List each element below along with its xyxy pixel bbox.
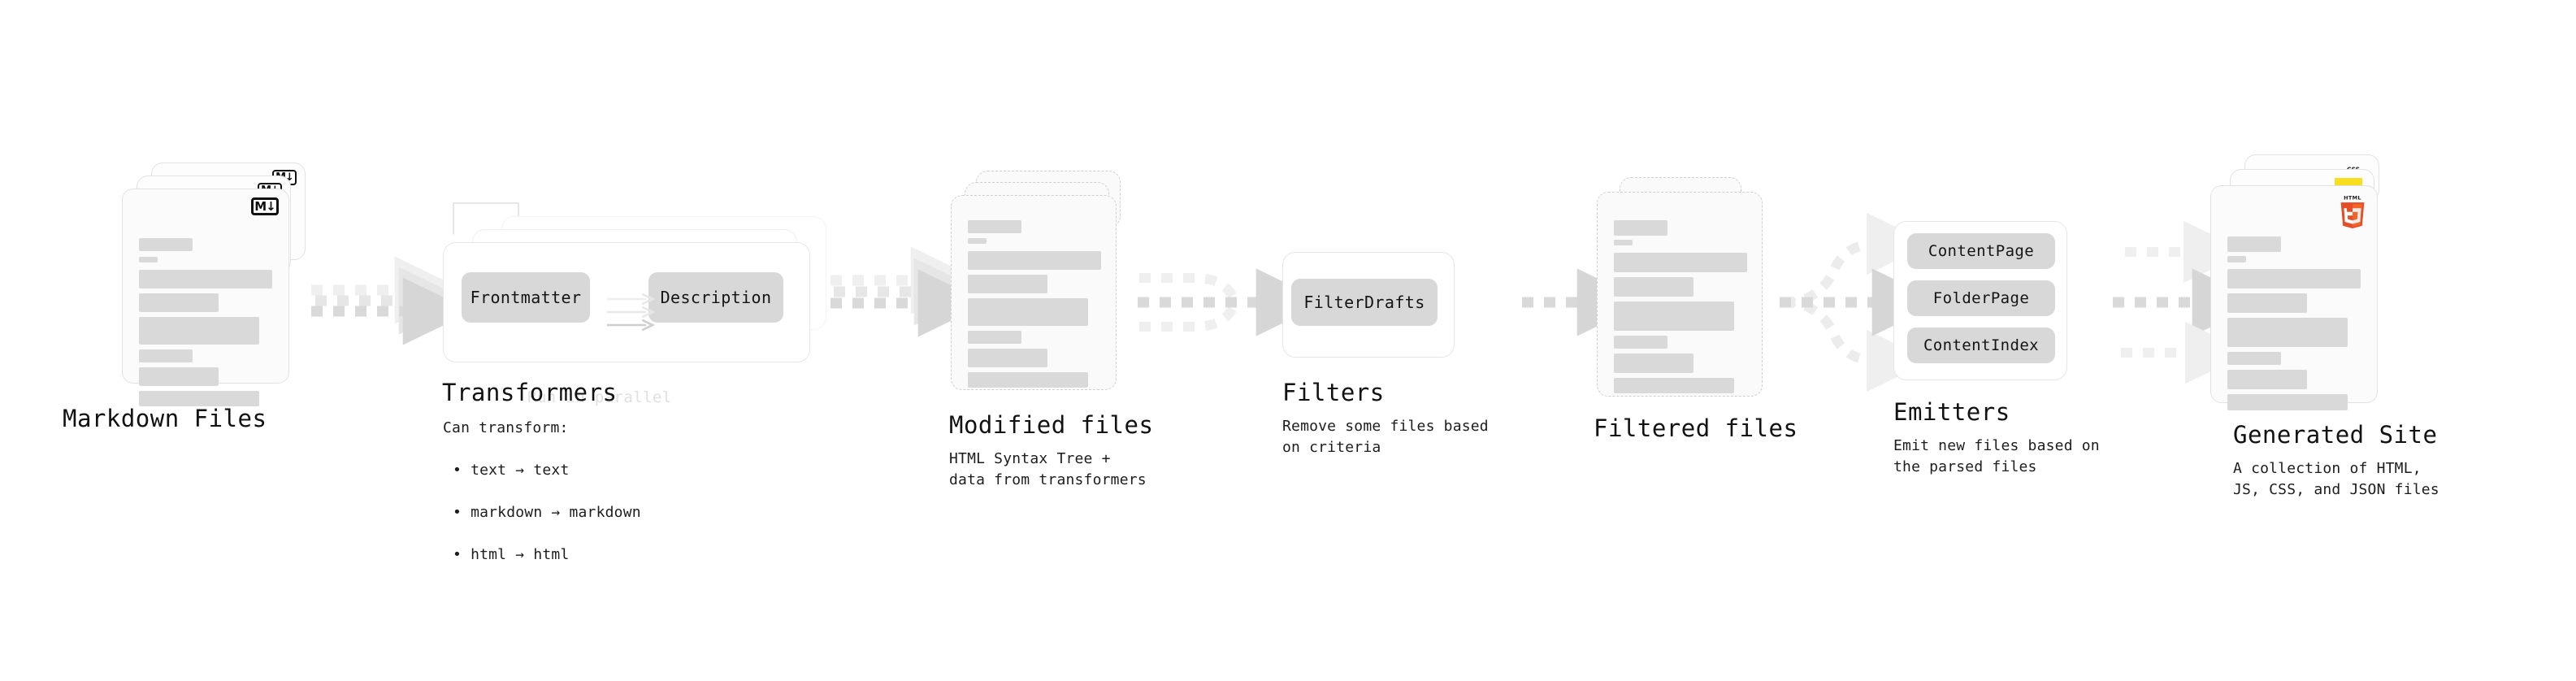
placeholder-line — [139, 317, 259, 345]
filters-title: Filters — [1282, 379, 1385, 406]
placeholder-line — [968, 298, 1088, 326]
stage-emitters: ContentPage FolderPage ContentIndex Emit… — [1893, 221, 2153, 489]
site-card-front[interactable]: HTML — [2210, 185, 2378, 410]
modified-files-title: Modified files — [949, 411, 1154, 439]
modified-card-front[interactable] — [951, 195, 1117, 390]
emitter-chip-contentindex[interactable]: ContentIndex — [1907, 327, 2055, 363]
generated-site-title: Generated Site — [2233, 421, 2438, 449]
emitters-group: ContentPage FolderPage ContentIndex — [1893, 221, 2067, 380]
filters-caption: Remove some files based on criteria — [1282, 418, 1489, 457]
stage-filtered-files: Filtered files — [1589, 177, 1816, 486]
placeholder-line — [1614, 220, 1667, 236]
placeholder-line — [139, 391, 259, 406]
transform-rule-markdown: • markdown → markdown — [453, 504, 641, 522]
markdown-card-front[interactable]: M↓ — [122, 189, 289, 406]
run-in-parallel-label: Run in parallel — [527, 388, 672, 406]
emitters-caption: Emit new files based on the parsed files — [1893, 437, 2100, 476]
site-card-content: HTML — [2211, 186, 2377, 410]
stage-transformers: Run in parallel Frontmatter Description … — [442, 195, 833, 563]
html5-badge: HTML — [2338, 193, 2367, 228]
stage-filters: FilterDrafts Filters Remove some files b… — [1282, 252, 1550, 496]
placeholder-line — [1614, 378, 1734, 393]
stage-modified-files: Modified files HTML Syntax Tree + data f… — [947, 171, 1174, 488]
filtered-card-front[interactable] — [1597, 192, 1763, 397]
placeholder-line — [139, 293, 219, 312]
placeholder-line — [139, 238, 193, 251]
placeholder-line — [1614, 354, 1693, 373]
placeholder-line — [1614, 301, 1734, 331]
placeholder-line — [968, 220, 1021, 233]
placeholder-line — [2227, 293, 2307, 313]
emitter-chip-contentpage[interactable]: ContentPage — [1907, 233, 2055, 269]
transformers-group: Frontmatter Description — [443, 242, 810, 362]
placeholder-line — [1614, 253, 1747, 272]
transformer-chip-description[interactable]: Description — [648, 272, 783, 323]
generated-site-caption: A collection of HTML, JS, CSS, and JSON … — [2233, 460, 2439, 499]
transform-rule-text: • text → text — [453, 462, 570, 479]
markdown-files-title: Markdown Files — [63, 405, 267, 432]
placeholder-line — [968, 372, 1088, 388]
transformer-chip-frontmatter[interactable]: Frontmatter — [462, 272, 590, 323]
run-in-parallel-leader — [453, 202, 519, 235]
transform-rule-html: • html → html — [453, 546, 570, 564]
transformer-inner-arrows — [607, 293, 662, 349]
placeholder-line — [1614, 336, 1667, 349]
placeholder-line — [2227, 370, 2307, 389]
arrow-emitters-to-site — [2113, 220, 2262, 384]
modified-files-caption: HTML Syntax Tree + data from transformer… — [949, 450, 1147, 489]
arrow-filtered-to-emitters — [1780, 212, 1942, 393]
placeholder-line — [968, 251, 1101, 270]
filter-chip-filterdrafts[interactable]: FilterDrafts — [1291, 279, 1438, 326]
placeholder-line — [139, 367, 219, 386]
markdown-badge: M↓ — [251, 197, 279, 215]
placeholder-line — [2227, 269, 2361, 288]
placeholder-line — [968, 331, 1021, 344]
emitter-chip-folderpage[interactable]: FolderPage — [1907, 280, 2055, 316]
transformers-capability-list: • text → text • markdown → markdown • ht… — [453, 439, 641, 588]
placeholder-line — [2227, 352, 2281, 365]
filters-group: FilterDrafts — [1282, 252, 1455, 358]
placeholder-line — [139, 257, 158, 262]
placeholder-line — [139, 270, 272, 288]
filtered-files-title: Filtered files — [1594, 414, 1798, 442]
markdown-card-content: M↓ — [123, 189, 288, 406]
arrow-transformers-to-modified — [830, 246, 988, 337]
placeholder-line — [139, 349, 193, 362]
placeholder-line — [968, 238, 987, 244]
placeholder-line — [2227, 236, 2281, 252]
placeholder-line — [1614, 240, 1633, 245]
placeholder-line — [968, 275, 1047, 293]
arrow-markdown-to-transformers — [311, 256, 473, 345]
placeholder-line — [2227, 318, 2348, 347]
placeholder-line — [2227, 256, 2246, 262]
stage-generated-site: CSS HTML — [2210, 154, 2478, 498]
html5-logo-icon: HTML — [2340, 195, 2365, 228]
filtered-card-content — [1598, 193, 1762, 396]
stage-markdown-files: M↓ M↓ M↓ Markdown Files — [63, 163, 333, 455]
placeholder-line — [2227, 394, 2348, 410]
emitters-title: Emitters — [1893, 398, 2010, 426]
placeholder-line — [1614, 277, 1693, 297]
placeholder-line — [968, 349, 1047, 367]
transformers-caption: Can transform: — [443, 419, 569, 436]
svg-text:HTML: HTML — [2344, 195, 2361, 202]
modified-card-content — [952, 196, 1116, 389]
transformers-title: Transformers — [442, 379, 618, 406]
